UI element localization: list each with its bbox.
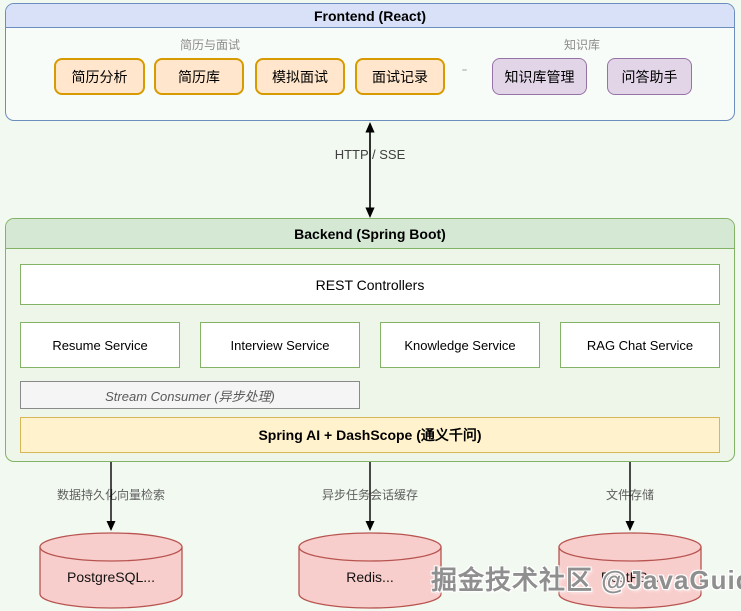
rest-controllers-box: REST Controllers xyxy=(20,264,720,305)
button-interview-record[interactable]: 面试记录 xyxy=(355,58,445,95)
frontend-title: Frontend (React) xyxy=(6,4,734,28)
group-label-knowledge: 知识库 xyxy=(563,38,600,52)
stream-consumer-box: Stream Consumer (异步处理) xyxy=(20,381,360,409)
edge-label-cache: 异步任务会话缓存 xyxy=(321,488,418,502)
spring-ai-dashscope-box: Spring AI + DashScope (通义千问) xyxy=(20,417,720,453)
interview-service-box: Interview Service xyxy=(200,322,360,368)
watermark: 掘金技术社区 @JavaGuide xyxy=(431,565,741,595)
resume-service-box: Resume Service xyxy=(20,322,180,368)
button-qa-assistant[interactable]: 问答助手 xyxy=(607,58,692,95)
connection-label: HTTP / SSE xyxy=(334,147,406,162)
redis-label: Redis... xyxy=(346,569,394,585)
http-sse-arrow-icon xyxy=(365,122,375,218)
postgresql-label: PostgreSQL... xyxy=(67,569,155,585)
button-knowledge-manage[interactable]: 知识库管理 xyxy=(492,58,587,95)
button-resume-analysis[interactable]: 简历分析 xyxy=(54,58,145,95)
group-label-resume-interview: 简历与面试 xyxy=(179,38,240,52)
button-resume-library[interactable]: 简历库 xyxy=(154,58,244,95)
backend-title: Backend (Spring Boot) xyxy=(6,219,734,249)
knowledge-service-box: Knowledge Service xyxy=(380,322,540,368)
edge-label-filestore: 文件存储 xyxy=(605,488,654,502)
rag-chat-service-box: RAG Chat Service xyxy=(560,322,720,368)
edge-label-persistence: 数据持久化向量检索 xyxy=(56,488,165,502)
button-mock-interview[interactable]: 模拟面试 xyxy=(255,58,345,95)
small-dot xyxy=(462,69,467,71)
